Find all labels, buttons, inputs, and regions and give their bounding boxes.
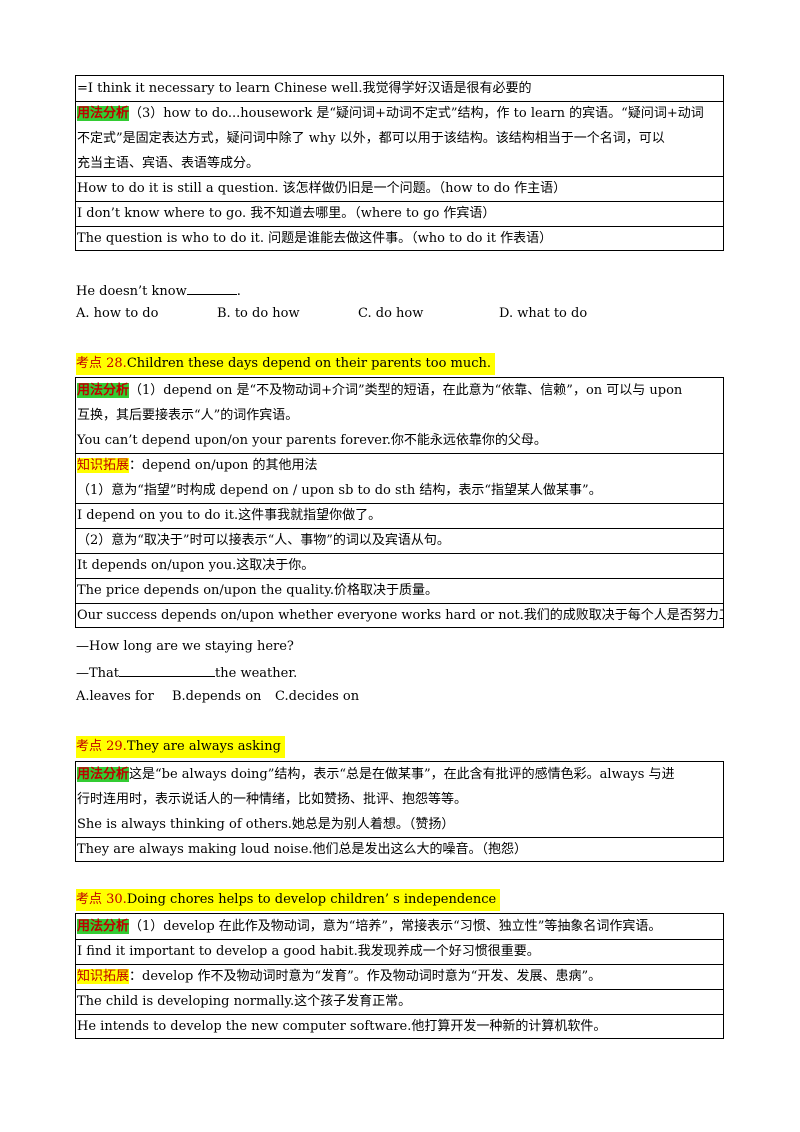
knowledge-extension-tag: 知识拓展 [77,969,130,984]
box-line: 用法分析（1）depend on 是“不及物动词+介词”类型的短语，在此意为“依… [76,378,723,403]
question-text-end: . [236,284,241,299]
answer-blank [186,280,237,295]
usage-analysis-tag: 用法分析 [77,106,130,121]
box-line: （2）意为“取决于”时可以接表示“人、事物”的词以及宾语从句。 [76,528,723,554]
point-title: Children these days depend on their pare… [126,356,492,371]
option-a: A.leaves for [76,689,154,704]
box-line: She is always thinking of others.她总是为别人着… [76,812,723,838]
box-line: The price depends on/upon the quality.价格… [76,578,723,604]
box-line-text: （3）how to do...housework 是“疑问词+动词不定式”结构，… [129,106,704,121]
option-b: B.depends on [172,689,262,704]
box-line: How to do it is still a question. 该怎样做仍旧… [76,176,723,202]
box-line: The child is developing normally.这个孩子发育正… [76,989,723,1015]
box-line: It depends on/upon you.这取决于你。 [76,553,723,579]
analysis-box-2: 用法分析（1）depend on 是“不及物动词+介词”类型的短语，在此意为“依… [75,377,724,628]
box-line: 知识拓展：develop 作不及物动词时意为“发育”。作及物动词时意为“开发、发… [76,964,723,990]
usage-analysis-tag: 用法分析 [77,919,130,934]
point-number: 考点 29. [76,739,127,754]
option-b: B. to do how [217,306,300,321]
box-line: They are always making loud noise.他们总是发出… [77,842,528,857]
box-line: 充当主语、宾语、表语等成分。 [76,151,723,177]
box-line: （1）意为“指望”时构成 depend on / upon sb to do s… [76,478,723,504]
point-heading-30: 考点 30.Doing chores helps to develop chil… [76,889,501,911]
box-line-text: （1）depend on 是“不及物动词+介词”类型的短语，在此意为“依靠、信赖… [129,383,683,398]
point-number: 考点 30. [76,892,127,907]
option-d: D. what to do [499,306,588,321]
option-a: A. how to do [76,306,159,321]
box-line: Our success depends on/upon whether ever… [77,608,723,623]
box-line: 行时连用时，表示说话人的一种情绪，比如赞扬、批评、抱怨等等。 [77,792,468,807]
analysis-box-1: =I think it necessary to learn Chinese w… [75,75,724,251]
box-line: 用法分析（1）develop 在此作及物动词，意为“培养”，常接表示“习惯、独立… [76,914,723,940]
box-line: I find it important to develop a good ha… [76,939,723,965]
box-line-text: ：develop 作不及物动词时意为“发育”。作及物动词时意为“开发、发展、患病… [129,969,602,984]
box-line: 用法分析这是“be always doing”结构，表示“总是在做某事”，在此含… [76,762,723,787]
box-line-text: 这是“be always doing”结构，表示“总是在做某事”，在此含有批评的… [129,767,675,782]
box-line: I don’t know where to go. 我不知道去哪里。（where… [76,201,723,227]
dialogue-line-1: —How long are we staying here? [76,639,294,654]
option-c: C. do how [358,306,424,321]
box-line-text: ：depend on/upon 的其他用法 [129,458,318,473]
point-heading-28: 考点 28.Children these days depend on thei… [76,353,496,375]
dialogue-text: —That [76,666,120,681]
box-line: I depend on you to do it.这件事我就指望你做了。 [76,503,723,529]
dialogue-line-2: —That the weather. [76,662,297,682]
box-line: 用法分析（3）how to do...housework 是“疑问词+动词不定式… [76,101,723,126]
dialogue-text-end: the weather. [215,666,298,681]
knowledge-extension-tag: 知识拓展 [77,458,130,473]
box-line: He intends to develop the new computer s… [77,1019,607,1034]
box-line: 不定式”是固定表达方式，疑问词中除了 why 以外，都可以用于该结构。该结构相当… [77,131,665,146]
analysis-box-4: 用法分析（1）develop 在此作及物动词，意为“培养”，常接表示“习惯、独立… [75,913,724,1039]
point-title: Doing chores helps to develop children’ … [126,892,497,907]
box-line: 互换，其后要接表示“人”的词作宾语。 [77,408,299,423]
option-c: C.decides on [275,689,360,704]
question-stem: He doesn’t know. [76,280,241,300]
question-text: He doesn’t know [76,284,187,299]
answer-blank [119,662,216,677]
box-line-text: （1）develop 在此作及物动词，意为“培养”，常接表示“习惯、独立性”等抽… [129,919,662,934]
box-line: The question is who to do it. 问题是谁能去做这件事… [77,231,553,246]
box-line: You can’t depend upon/on your parents fo… [76,428,723,454]
usage-analysis-tag: 用法分析 [77,767,130,782]
usage-analysis-tag: 用法分析 [77,383,130,398]
point-heading-29: 考点 29.They are always asking [76,736,285,758]
box-line: =I think it necessary to learn Chinese w… [76,76,723,102]
box-line: 知识拓展：depend on/upon 的其他用法 [76,453,723,478]
point-title: They are always asking [126,739,281,754]
point-number: 考点 28. [76,356,127,371]
analysis-box-3: 用法分析这是“be always doing”结构，表示“总是在做某事”，在此含… [75,761,724,862]
